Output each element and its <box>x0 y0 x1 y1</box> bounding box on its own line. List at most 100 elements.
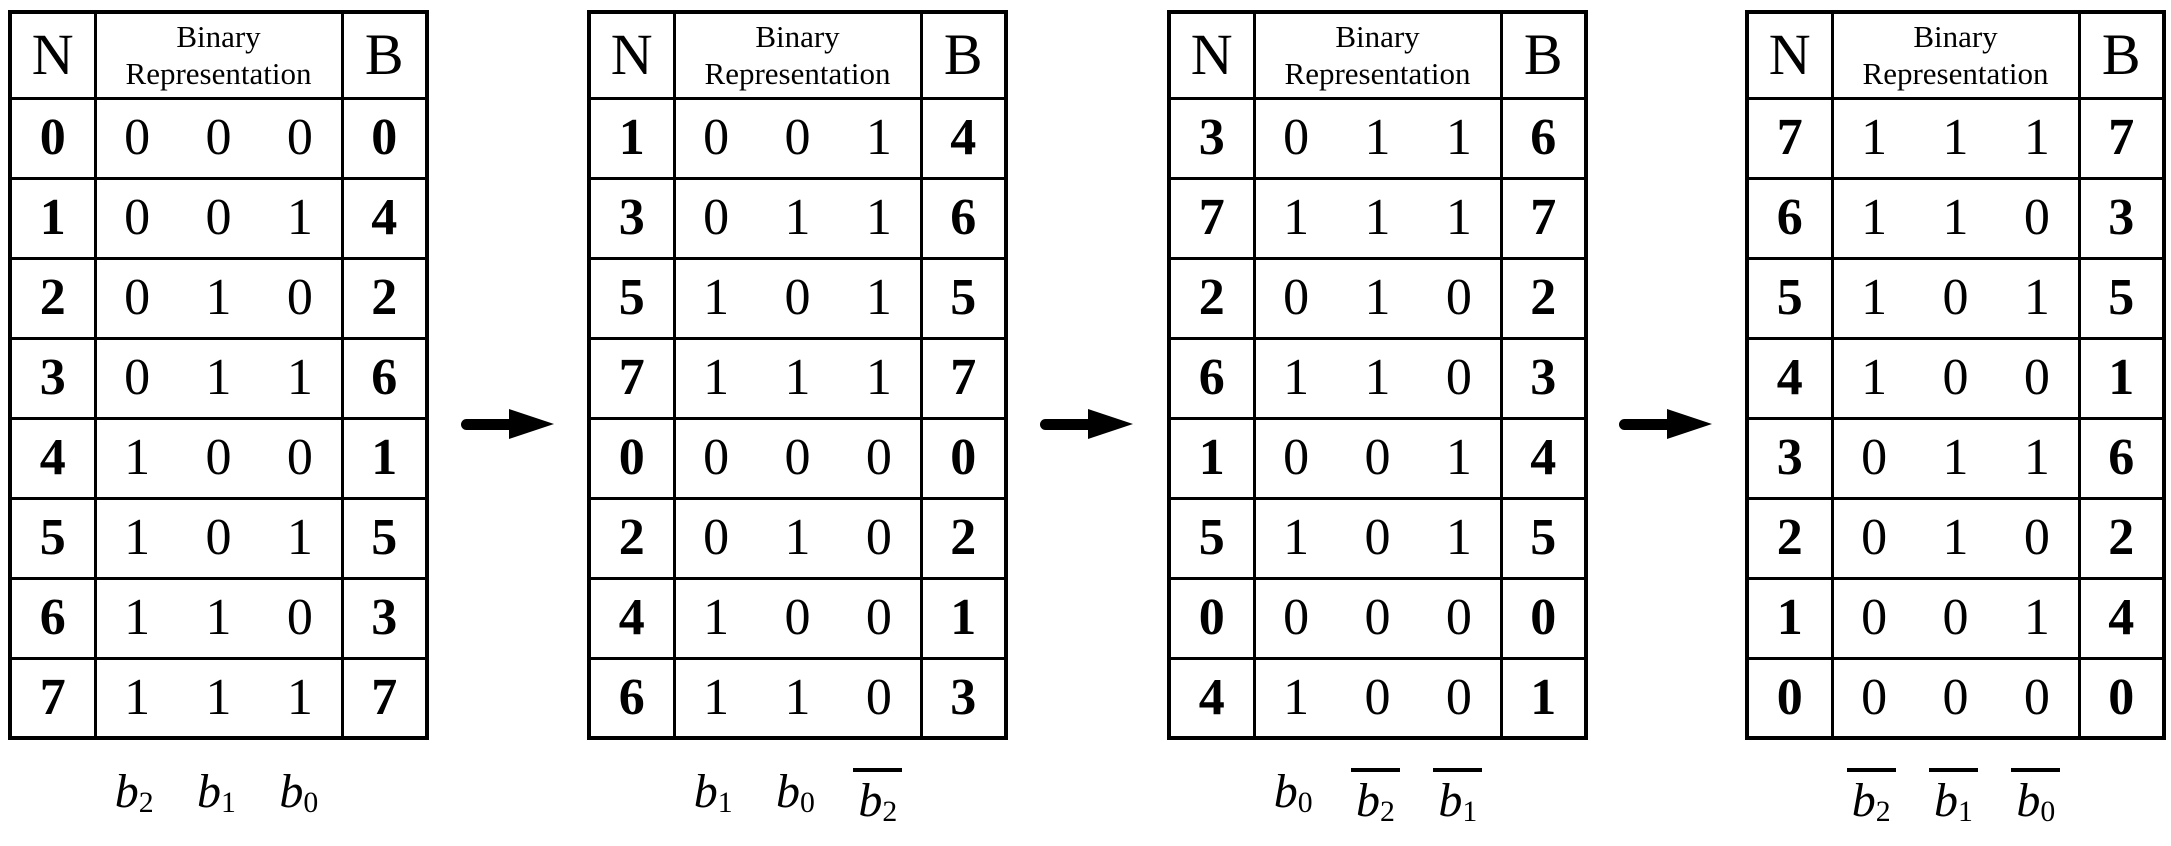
bits-cell: 1 0 0 <box>1830 336 2081 420</box>
n-value: 4 <box>1167 656 1256 740</box>
table-row: 1 0 0 1 4 <box>587 96 1008 180</box>
bit-subscript: 0 <box>1297 786 1313 820</box>
n-value: 6 <box>1167 336 1256 420</box>
bits-group: 1 1 0 <box>1834 192 2078 244</box>
bit-lsb: 1 <box>286 349 313 406</box>
table-row: 0 0 0 0 0 <box>8 96 429 180</box>
bit-mid: 1 <box>784 349 811 406</box>
bits-group: 0 0 0 <box>676 432 920 484</box>
stage-3-table-block: N Binary Representation B 3 0 1 1 <box>1167 10 1588 829</box>
header-b: B <box>1499 10 1588 100</box>
bit-symbol: b <box>1438 774 1463 827</box>
bit-order-labels: b2 b1 b0 <box>1830 768 2077 829</box>
bits-cell: 1 1 0 <box>1830 176 2081 260</box>
bit-lsb: 1 <box>286 509 313 566</box>
bits-group: 0 0 0 <box>1256 592 1500 644</box>
b-value: 6 <box>340 336 429 420</box>
bit-subscript: 2 <box>138 786 154 820</box>
bits-cell: 0 0 0 <box>93 96 344 180</box>
bit-msb: 0 <box>703 429 730 486</box>
bits-group: 1 1 1 <box>676 352 920 404</box>
stage-1-table: N Binary Representation B 0 0 0 0 <box>8 10 429 740</box>
bit-symbol: b <box>279 765 304 818</box>
n-value: 5 <box>1745 256 1834 340</box>
bit-symbol: b <box>2016 774 2041 827</box>
n-value: 6 <box>8 576 97 660</box>
table-row: 6 1 1 0 3 <box>1167 336 1588 420</box>
bit-lsb: 1 <box>286 668 313 726</box>
header-b: B <box>2077 10 2166 100</box>
bits-group: 0 1 0 <box>1256 272 1500 324</box>
bit-label: b2 <box>110 765 159 820</box>
bit-symbol: b <box>197 765 222 818</box>
b-value: 1 <box>2077 336 2166 420</box>
bit-lsb: 1 <box>2023 109 2050 166</box>
bit-mid: 1 <box>205 269 232 326</box>
bits-cell: 0 0 0 <box>672 416 923 500</box>
bit-subscript: 2 <box>1875 795 1891 829</box>
bit-msb: 1 <box>124 509 151 566</box>
stage-4-table-block: N Binary Representation B 7 1 1 1 <box>1745 10 2166 829</box>
b-value: 2 <box>340 256 429 340</box>
bit-subscript: 1 <box>1462 795 1478 829</box>
bit-label: b1 <box>1433 768 1483 829</box>
table-row: 2 0 1 0 2 <box>587 496 1008 580</box>
bits-group: 1 0 0 <box>1834 352 2078 404</box>
b-value: 6 <box>1499 96 1588 180</box>
b-value: 4 <box>340 176 429 260</box>
bit-label: b1 <box>689 768 738 818</box>
b-value: 0 <box>2077 656 2166 740</box>
table-header: N Binary Representation B <box>1167 10 1588 100</box>
bit-symbol: b <box>114 765 139 818</box>
arrow-shaft <box>461 418 509 430</box>
bits-group: 0 0 0 <box>1834 671 2078 724</box>
bits-cell: 0 1 0 <box>672 496 923 580</box>
bit-symbol: b <box>1934 774 1959 827</box>
table-body: 1 0 0 1 4 3 <box>587 96 1008 740</box>
n-value: 6 <box>1745 176 1834 260</box>
b-value: 7 <box>2077 96 2166 180</box>
bits-cell: 0 0 0 <box>1252 576 1503 660</box>
n-value: 7 <box>8 656 97 740</box>
bits-cell: 0 0 1 <box>672 96 923 180</box>
table-row: 5 1 0 1 5 <box>1745 256 2166 340</box>
bit-mid: 0 <box>1942 269 1969 326</box>
bits-cell: 0 1 0 <box>93 256 344 340</box>
bit-lsb: 1 <box>865 189 892 246</box>
bits-group: 1 0 0 <box>1256 671 1500 724</box>
bits-group: 1 1 1 <box>1834 112 2078 164</box>
table-row: 4 1 0 0 1 <box>1167 656 1588 740</box>
stage-3-table: N Binary Representation B 3 0 1 1 <box>1167 10 1588 740</box>
b-value: 5 <box>2077 256 2166 340</box>
bit-mid: 0 <box>784 109 811 166</box>
bits-cell: 0 1 1 <box>1830 416 2081 500</box>
bit-label: b2 <box>1351 768 1400 827</box>
bits-group: 1 0 0 <box>676 592 920 644</box>
right-arrow-icon <box>1040 409 1133 439</box>
bit-label: b1 <box>1929 768 1978 827</box>
bit-subscript: 0 <box>800 786 815 820</box>
bit-subscript: 2 <box>882 795 898 829</box>
bit-mid: 1 <box>784 509 811 566</box>
bits-group: 0 0 1 <box>676 112 920 164</box>
bit-lsb: 1 <box>1445 189 1472 246</box>
bit-msb: 0 <box>124 189 151 246</box>
n-value: 7 <box>1745 96 1834 180</box>
table-row: 2 0 1 0 2 <box>1167 256 1588 340</box>
header-binary-representation: Binary Representation <box>672 10 923 100</box>
b-value: 1 <box>919 576 1008 660</box>
bits-cell: 1 1 0 <box>672 656 923 740</box>
bit-lsb: 0 <box>865 668 892 726</box>
stage-4-table: N Binary Representation B 7 1 1 1 <box>1745 10 2166 740</box>
table-row: 3 0 1 1 6 <box>1167 96 1588 180</box>
bit-msb: 1 <box>1861 269 1888 326</box>
bit-mid: 1 <box>205 349 232 406</box>
table-row: 1 0 0 1 4 <box>8 176 429 260</box>
n-value: 0 <box>1167 576 1256 660</box>
table-row: 5 1 0 1 5 <box>1167 496 1588 580</box>
n-value: 5 <box>1167 496 1256 580</box>
bit-label: b1 <box>192 765 241 818</box>
bit-lsb: 0 <box>286 589 313 646</box>
bit-msb: 0 <box>703 509 730 566</box>
